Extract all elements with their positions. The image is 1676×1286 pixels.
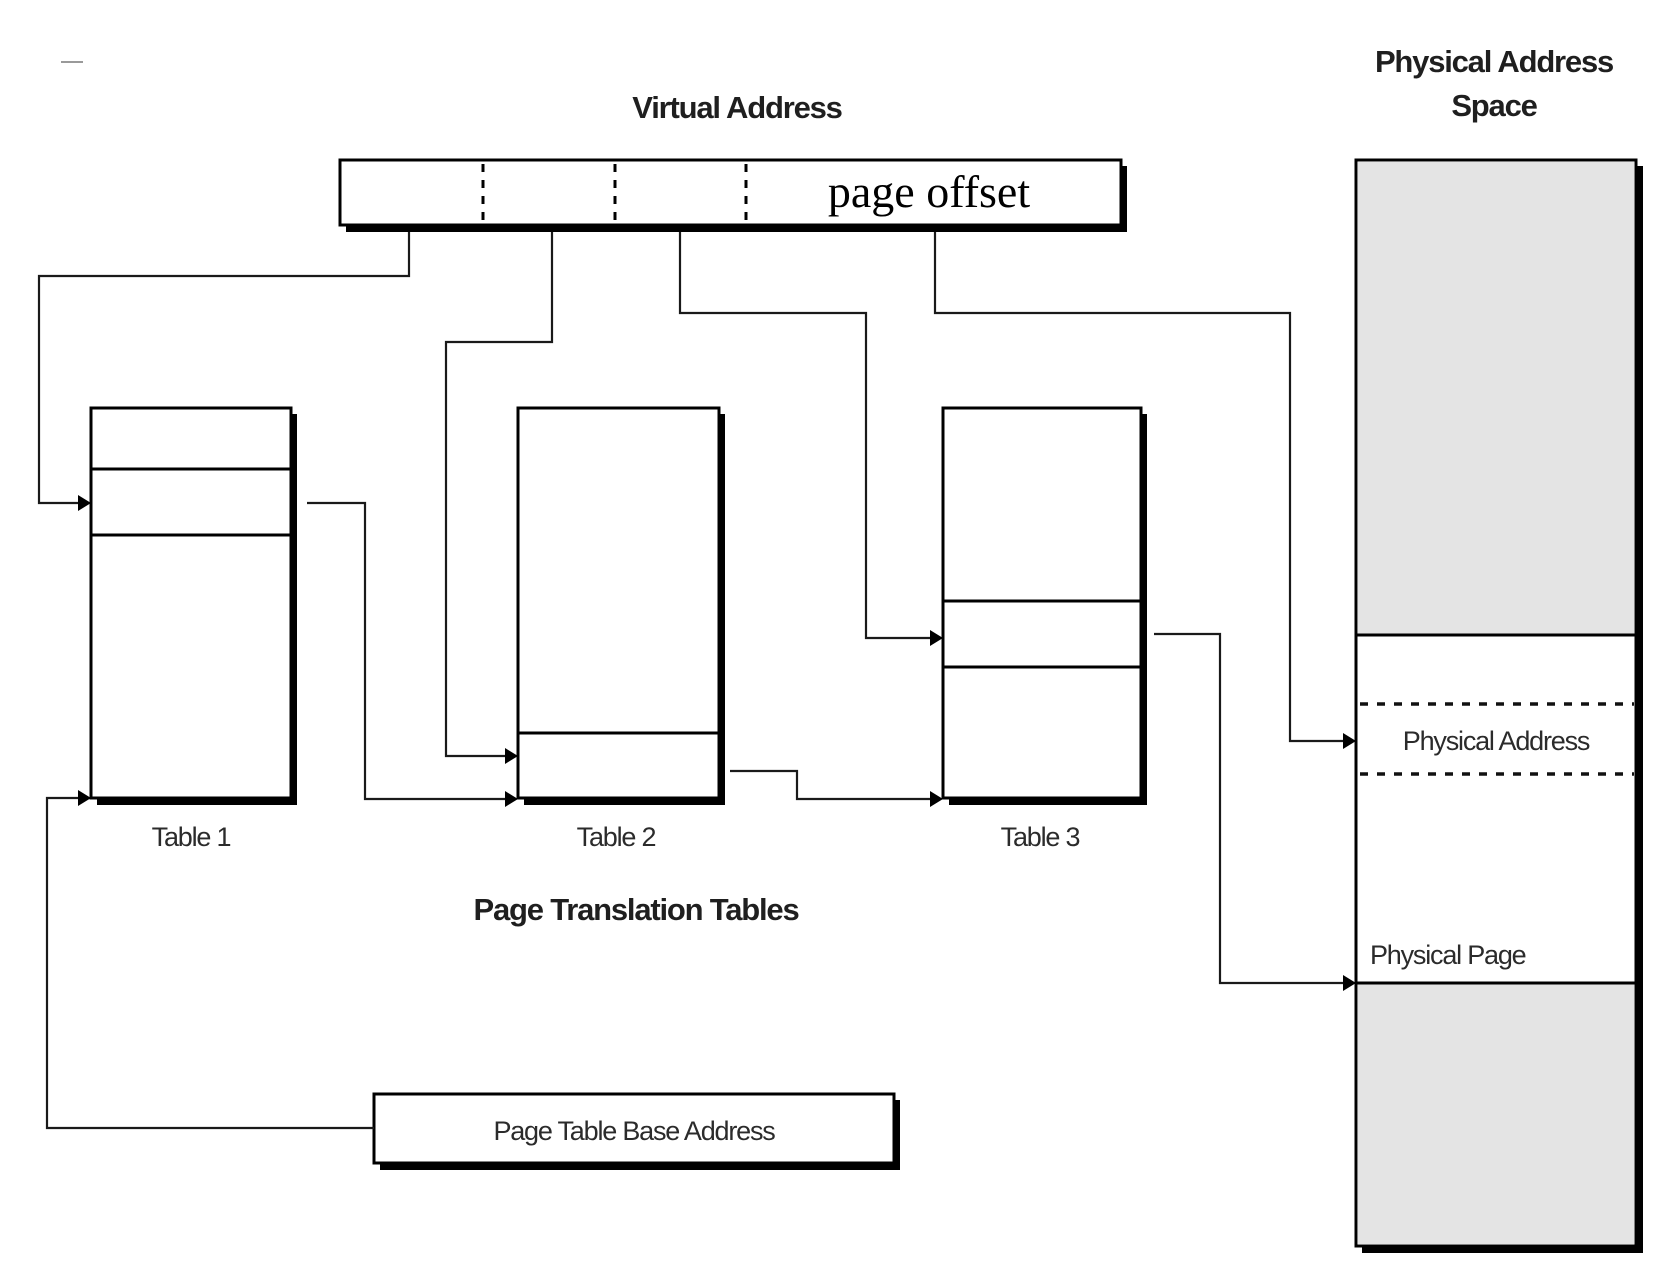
arrow-head-icon (78, 790, 91, 806)
virtual-address-register: page offset (338, 158, 1127, 232)
page-offset-label: page offset (828, 166, 1030, 217)
arrow-head-icon (930, 791, 943, 807)
table-3: Table 3 (941, 406, 1147, 852)
connector-va-field3-to-table3 (678, 232, 930, 640)
arrow-head-icon (1343, 975, 1356, 991)
connector-va-field2-to-table2 (444, 232, 554, 758)
table-1-box (89, 406, 293, 800)
virtual-address-title: Virtual Address (632, 90, 841, 125)
arrow-head-icon (930, 630, 943, 646)
connector-table3-to-physical-page (1154, 632, 1343, 985)
connector-page-offset-to-physical-address (933, 232, 1343, 743)
page-table-base-register: Page Table Base Address (372, 1092, 900, 1170)
arrow-head-icon (505, 748, 518, 764)
virtual-address-box (338, 158, 1123, 227)
arrow-head-icon (1343, 733, 1356, 749)
physical-memory-outline (1354, 158, 1638, 1248)
table-2: Table 2 (516, 406, 725, 852)
page-translation-tables-label: Page Translation Tables (474, 892, 799, 927)
physical-memory-region-upper (1358, 162, 1634, 635)
physical-address-space-title-line2: Space (1451, 88, 1537, 123)
physical-address-label: Physical Address (1403, 726, 1590, 756)
table-2-box (516, 406, 721, 800)
base-register-label: Page Table Base Address (493, 1116, 775, 1146)
connector-va-field1-to-table1 (37, 232, 411, 505)
physical-page-label: Physical Page (1370, 940, 1526, 970)
physical-address-space: Physical Address Physical Page (1354, 158, 1643, 1253)
base-register-box (372, 1092, 896, 1165)
table-2-label: Table 2 (577, 822, 656, 852)
table-1-label: Table 1 (152, 822, 231, 852)
connector-base-register-to-table1 (45, 796, 374, 1130)
arrow-head-icon (78, 495, 91, 511)
connector-table2-to-table3 (730, 769, 930, 801)
physical-address-space-title-line1: Physical Address (1375, 44, 1613, 79)
connector-table1-to-table2 (307, 501, 505, 801)
table-1: Table 1 (89, 406, 297, 852)
table-3-label: Table 3 (1001, 822, 1080, 852)
arrow-head-icon (505, 791, 518, 807)
physical-memory-region-lower (1358, 983, 1634, 1244)
table-3-box (941, 406, 1143, 800)
